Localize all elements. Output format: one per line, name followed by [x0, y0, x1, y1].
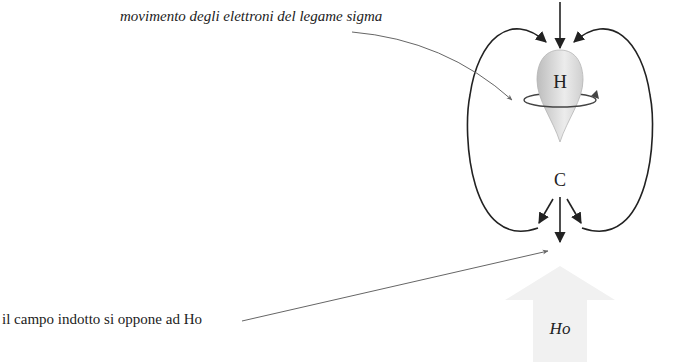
- callout-label: movimento degli elettroni del legame sig…: [120, 8, 382, 25]
- induced-field-arrow: [559, 197, 561, 242]
- ring-arrowhead: [591, 90, 599, 99]
- induced-field-arrow: [567, 199, 581, 223]
- hydrogen-atom: H: [537, 50, 583, 142]
- external-field-arrow: Ho: [505, 266, 615, 362]
- field-arrow-shape: [505, 266, 615, 362]
- field-arrow: [559, 2, 561, 48]
- orbital-shape: [537, 50, 583, 142]
- leader-line: [352, 32, 512, 100]
- hydrogen-atom-outline: [537, 50, 583, 142]
- field-line: [574, 29, 653, 231]
- callout-label: il campo indotto si oppone ad Ho: [2, 311, 202, 328]
- node-text: Ho: [550, 320, 571, 339]
- field-line: [467, 29, 546, 231]
- carbon-atom-label: C: [554, 171, 566, 191]
- induced-field-arrow: [539, 199, 553, 223]
- node-text: H: [553, 72, 567, 93]
- electron-ring: [524, 100, 596, 107]
- leader-line: [242, 251, 548, 321]
- external-field-arrow-outline: [505, 266, 615, 362]
